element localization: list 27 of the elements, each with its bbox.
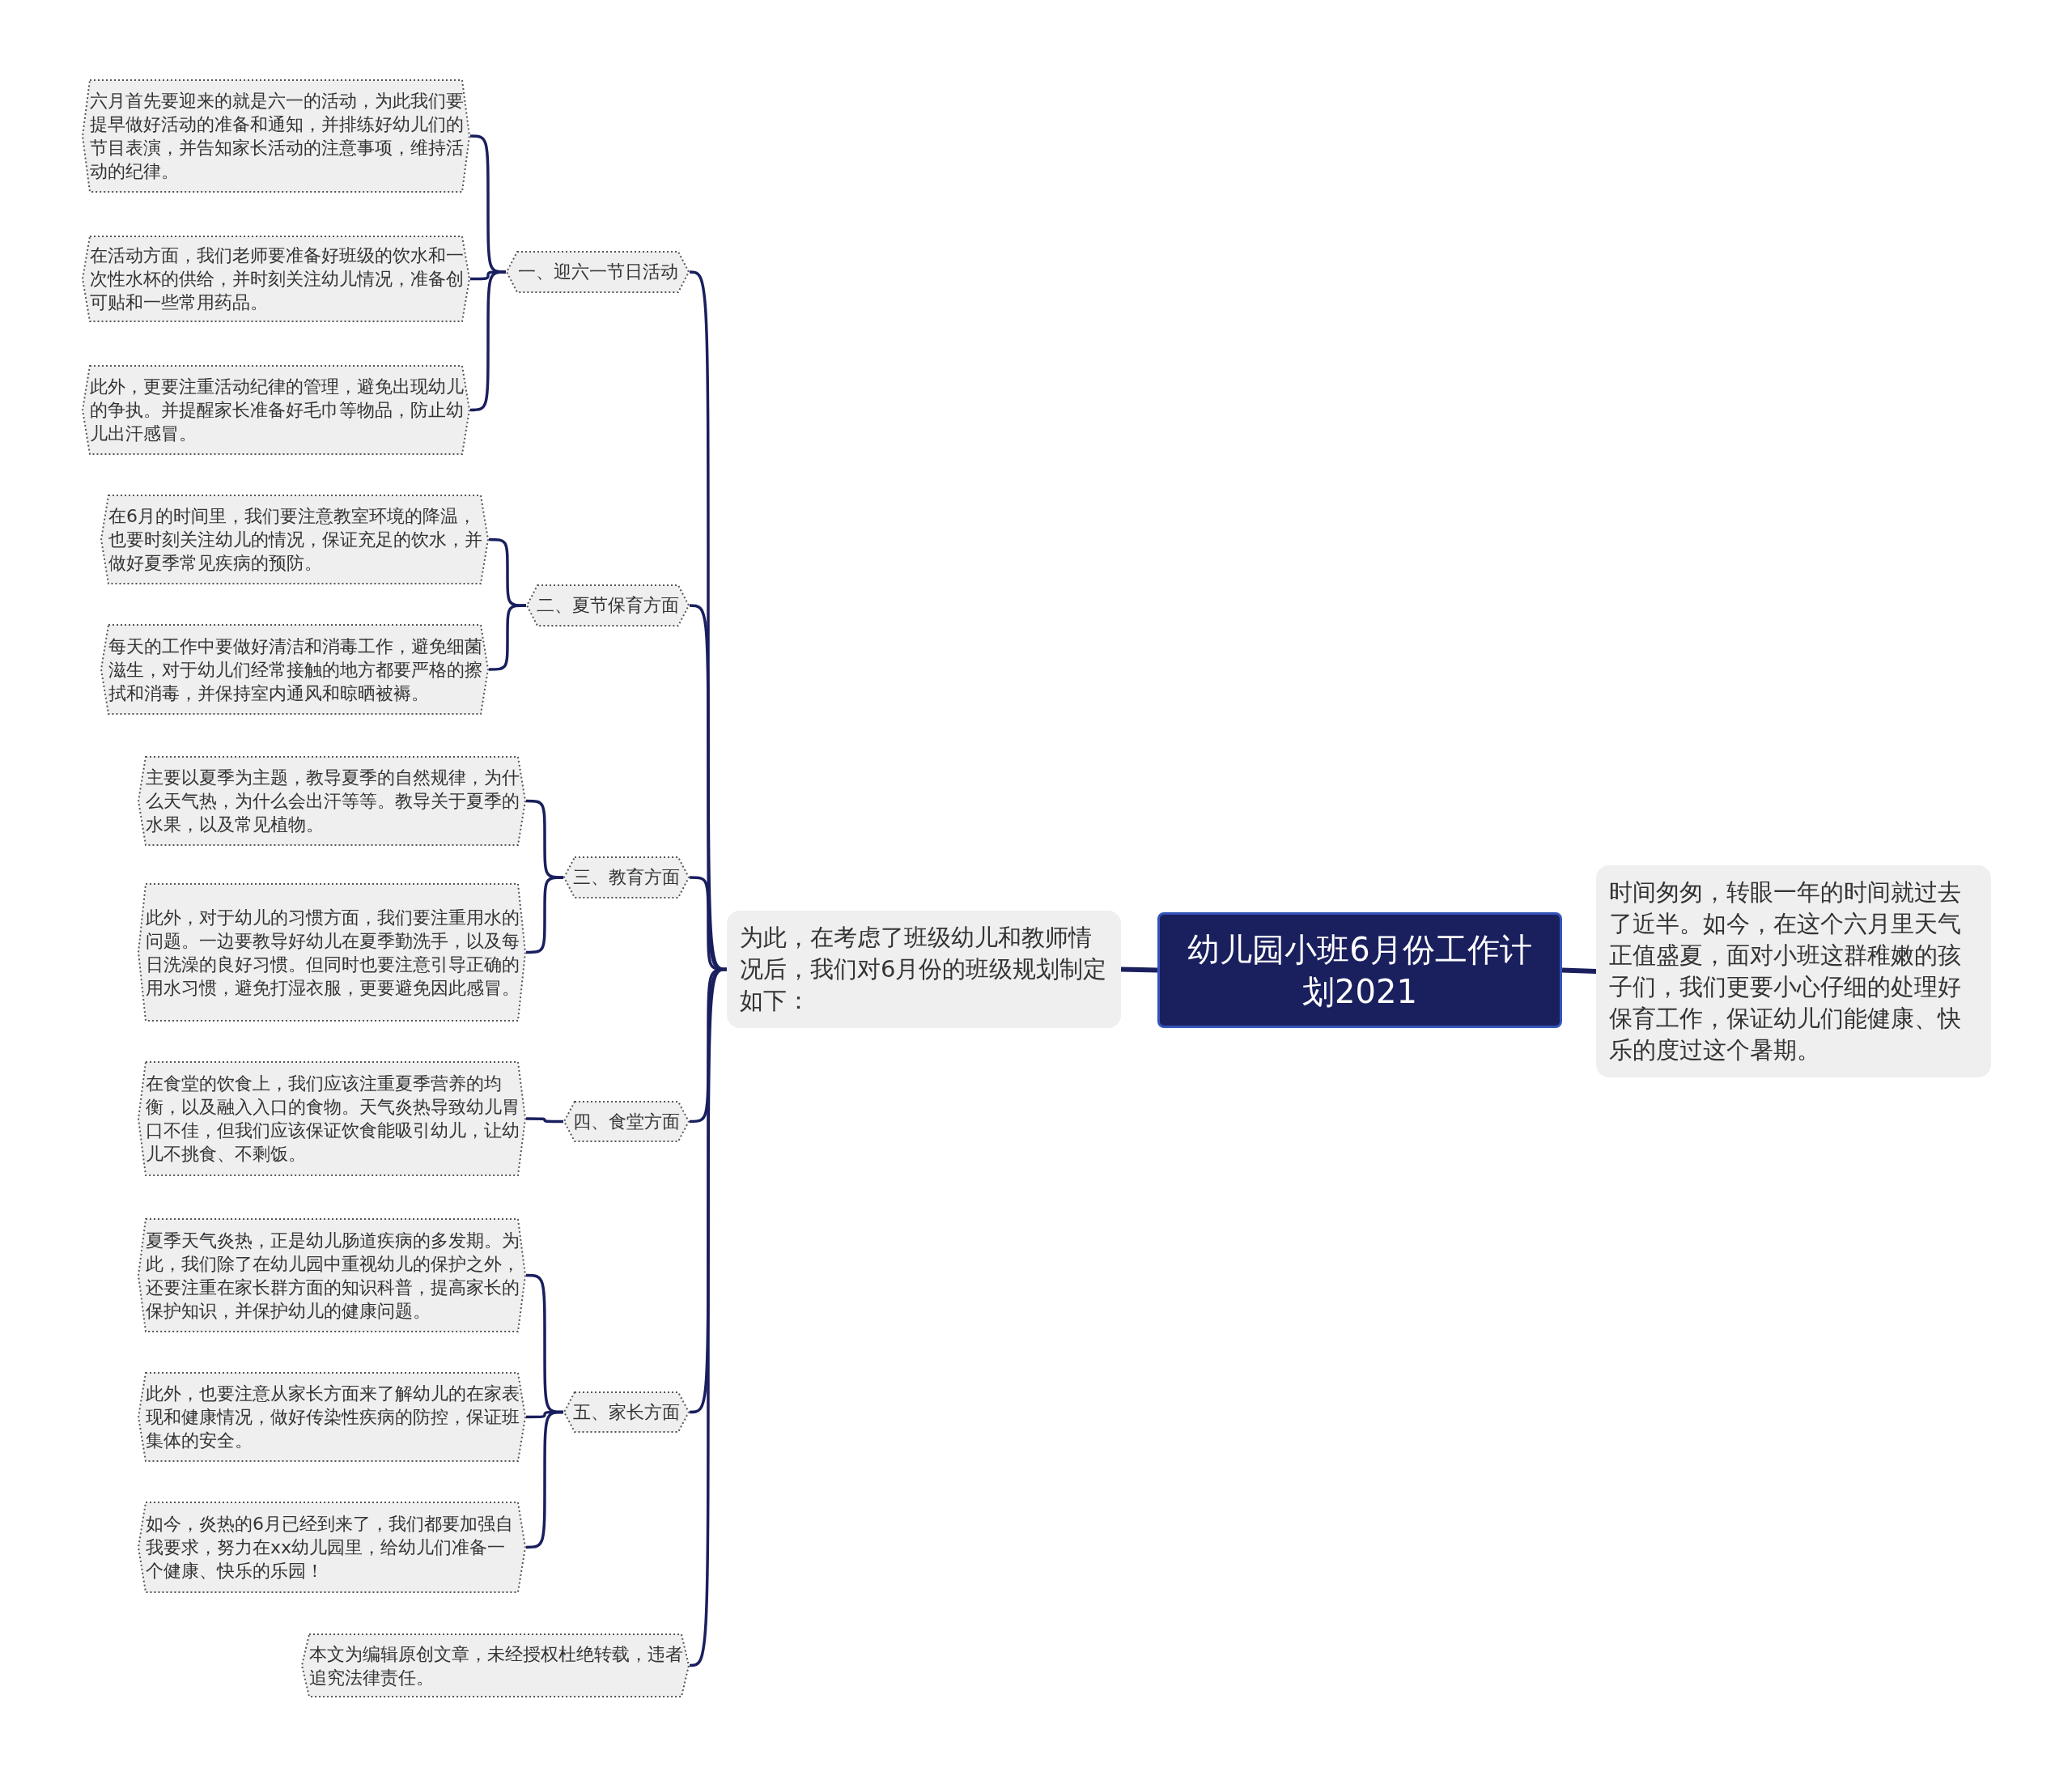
text-box: 在食堂的饮食上，我们应该注重夏季营养的均衡，以及融入入口的食物。天气炎热导致幼儿胃口不佳，但我们应该保证饮食能吸引幼儿，让幼儿不挑食、不剩饭。 (138, 1061, 526, 1176)
connector-line (689, 967, 728, 1667)
connector-line (1561, 967, 1597, 974)
text-box: 主要以夏季为主题，教导夏季的自然规律，为什么天气热，为什么会出汗等等。教导关于夏季的水果，以及常见植物。 (138, 756, 526, 846)
text-box: 在6月的时间里，我们要注意教室环境的降温，也要时刻关注幼儿的情况，保证充足的饮水，并做好夏季常见疾病的预防。 (100, 495, 489, 584)
text-box: 每天的工作中要做好清洁和消毒工作，避免细菌滋生，对于幼儿们经常接触的地方都要严格的擦拭和消毒，并保持室内通风和晾晒被褥。 (100, 624, 489, 715)
text-box: 在活动方面，我们老师要准备好班级的饮水和一次性水杯的供给，并时刻关注幼儿情况，准备创可贴和一些常用药品。 (82, 236, 470, 322)
text-box: 此外，也要注意从家长方面来了解幼儿的在家表现和健康情况，做好传染性疾病的防控，保证班集体的安全。 (138, 1372, 526, 1462)
connector-line (526, 876, 563, 954)
connector-line (489, 604, 526, 671)
topic-box: 三、教育方面 (563, 856, 690, 898)
text-box: 此外，更要注重活动纪律的管理，避免出现幼儿的争执。并提醒家长准备好毛巾等物品，防止幼儿出汗感冒。 (82, 365, 470, 455)
text-box: 时间匆匆，转眼一年的时间就过去了近半。如今，在这个六月里天气正值盛夏，面对小班这群稚嫩的孩子们，我们更要小心仔细的处理好保育工作，保证幼儿们能健康、快乐的度过这个暑期。 (1596, 865, 1991, 1077)
text-box: 本文为编辑原创文章，未经授权杜绝转载，违者追究法律责任。 (301, 1633, 690, 1697)
text-box: 六月首先要迎来的就是六一的活动，为此我们要提早做好活动的准备和通知，并排练好幼儿们的节目表演，并告知家长活动的注意事项，维持活动的纪律。 (82, 79, 470, 193)
topic-box: 二、夏节保育方面 (526, 584, 690, 627)
text-box: 为此，在考虑了班级幼儿和教师情况后，我们对6月份的班级规划制定如下： (727, 911, 1121, 1028)
connector-line (470, 270, 506, 412)
text-box: 夏季天气炎热，正是幼儿肠道疾病的多发期。为此，我们除了在幼儿园中重视幼儿的保护之外，还要注重在家长群方面的知识科普，提高家长的保护知识，并保护幼儿的健康问题。 (138, 1218, 526, 1332)
topic-box: 一、迎六一节日活动 (506, 251, 690, 293)
connector-line (526, 1117, 563, 1124)
topic-box: 五、家长方面 (563, 1391, 690, 1433)
topic-box: 四、食堂方面 (563, 1101, 690, 1142)
title-box: 幼儿园小班6月份工作计划2021 (1157, 912, 1562, 1028)
connector-line (1120, 966, 1158, 973)
text-box: 如今，炎热的6月已经到来了，我们都要加强自我要求，努力在xx幼儿园里，给幼儿们准备一个健康、快乐的乐园！ (138, 1502, 526, 1593)
text-box: 此外，对于幼儿的习惯方面，我们要注重用水的问题。一边要教导好幼儿在夏季勤洗手，以及每日洗澡的良好习惯。但同时也要注意引导正确的用水习惯，避免打湿衣服，更要避免因此感冒。 (138, 883, 526, 1022)
